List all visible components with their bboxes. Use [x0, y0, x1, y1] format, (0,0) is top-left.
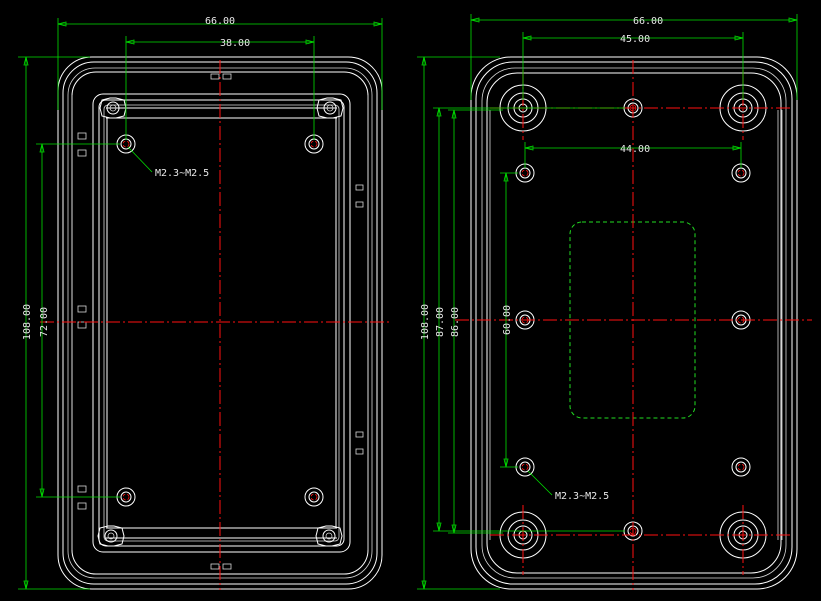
left-dim-height-label: 108.00 — [22, 304, 33, 340]
left-dim-height-108: 108.00 — [18, 56, 90, 590]
right-dim-width-label: 66.00 — [633, 16, 663, 27]
left-dim-hole-spacing-label: 38.00 — [220, 38, 250, 49]
left-dim-width-label: 66.00 — [205, 16, 235, 27]
left-centerlines — [40, 60, 390, 590]
right-view: 66.00 45.00 44.00 108.00 — [417, 14, 812, 590]
right-dim-hole-spacing-60: 60.00 — [500, 172, 518, 468]
left-boss-bottom-left — [97, 525, 125, 547]
right-dim-width-66: 66.00 — [470, 14, 798, 100]
left-dim-hole-spacing-38: 38.00 — [125, 36, 315, 140]
right-dimensions: 66.00 45.00 44.00 108.00 — [417, 14, 798, 590]
left-boss-top-right — [316, 97, 344, 119]
left-dim-width-66: 66.00 — [57, 16, 383, 110]
right-dim-hole-spacing-y-outer-label: 87.00 — [435, 307, 446, 337]
right-dim-boss-spacing-y-label: 86.00 — [450, 307, 461, 337]
left-mounting-holes — [116, 134, 324, 507]
right-dim-boss-spacing-45: 45.00 — [522, 32, 744, 100]
right-screw-callout: M2.3~M2.5 — [527, 470, 609, 502]
right-dim-boss-spacing-86: 86.00 — [448, 109, 503, 534]
right-dim-hole-spacing-44: 44.00 — [524, 142, 742, 168]
left-view: 66.00 38.00 108.00 72.00 — [18, 16, 390, 590]
right-dim-hole-spacing-y-inner-label: 60.00 — [502, 305, 513, 335]
right-hole-lower-right — [731, 457, 751, 477]
left-dimensions: 66.00 38.00 108.00 72.00 — [18, 16, 383, 590]
left-hole-bottom-right — [304, 487, 324, 507]
right-dim-hole-spacing-87: 87.00 — [433, 107, 625, 532]
left-dim-hole-spacing-72: 72.00 — [36, 143, 120, 498]
right-dim-height-label: 108.00 — [420, 304, 431, 340]
left-screw-callout: M2.3~M2.5 — [127, 146, 209, 179]
right-dim-height-108: 108.00 — [417, 56, 500, 590]
left-screw-note: M2.3~M2.5 — [155, 168, 209, 179]
left-dim-hole-spacing-y-label: 72.00 — [39, 307, 50, 337]
right-dim-hole-spacing-label: 44.00 — [620, 144, 650, 155]
right-enclosure-outline — [470, 56, 798, 590]
right-hole-lower-left — [515, 457, 535, 477]
right-screw-note: M2.3~M2.5 — [555, 491, 609, 502]
left-boss-bottom-right — [315, 525, 343, 547]
right-dim-boss-spacing-label: 45.00 — [620, 34, 650, 45]
